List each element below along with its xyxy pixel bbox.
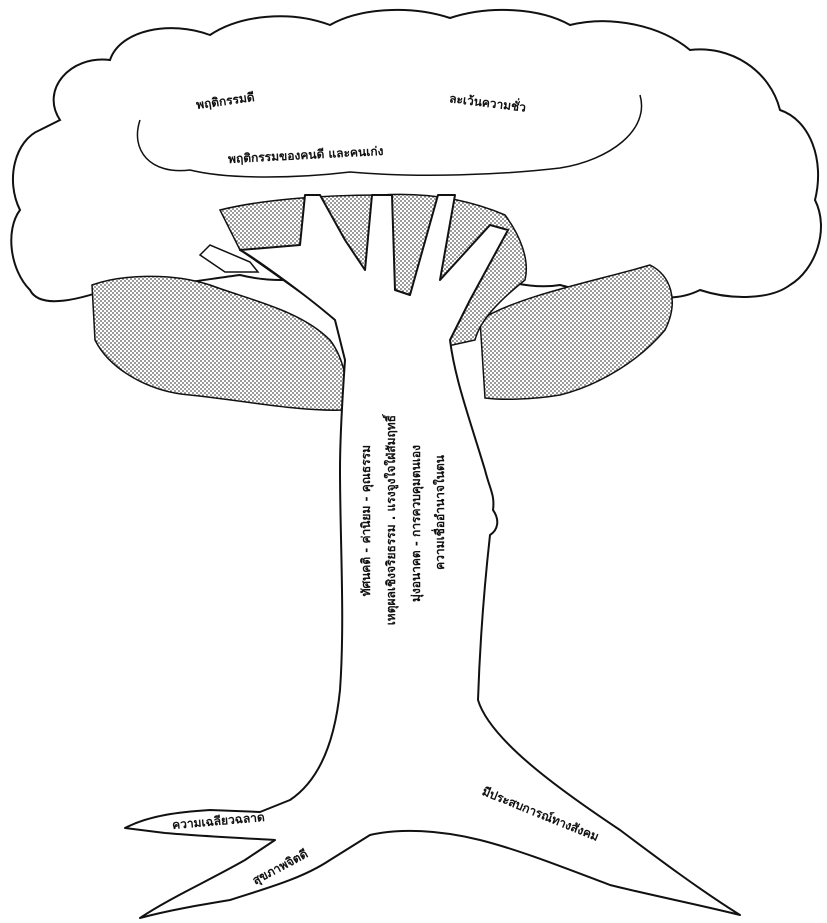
label-moral-reasoning: เหตุผลเชิงจริยธรรม . แรงจูงใจใฝ่สัมฤทธิ์	[381, 415, 400, 625]
label-internal-locus: ความเชื่ออำนาจในตน	[430, 455, 449, 570]
label-attitude-values: ทัศนคติ - ค่านิยม - คุณธรรม	[356, 445, 375, 596]
label-future-self-control: มุ่งอนาคต - การควบคุมตนเอง	[406, 445, 425, 602]
